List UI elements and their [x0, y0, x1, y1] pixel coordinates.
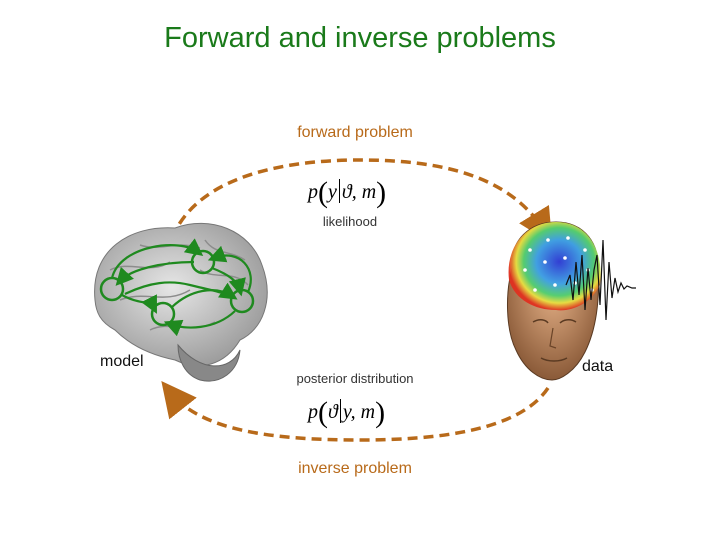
inverse-arrow — [161, 381, 550, 442]
head-eeg-image — [507, 221, 601, 381]
brain-image — [94, 222, 268, 382]
eeg-trace — [565, 239, 636, 321]
posterior-label: posterior distribution — [296, 371, 414, 386]
forward-arrow — [170, 158, 553, 244]
model-label: model — [100, 353, 144, 370]
likelihood-label: likelihood — [322, 214, 378, 229]
slide-title: Forward and inverse problems — [164, 22, 556, 54]
forward-problem-label: forward problem — [297, 124, 413, 141]
data-label: data — [582, 358, 614, 375]
inverse-problem-label: inverse problem — [298, 460, 412, 477]
